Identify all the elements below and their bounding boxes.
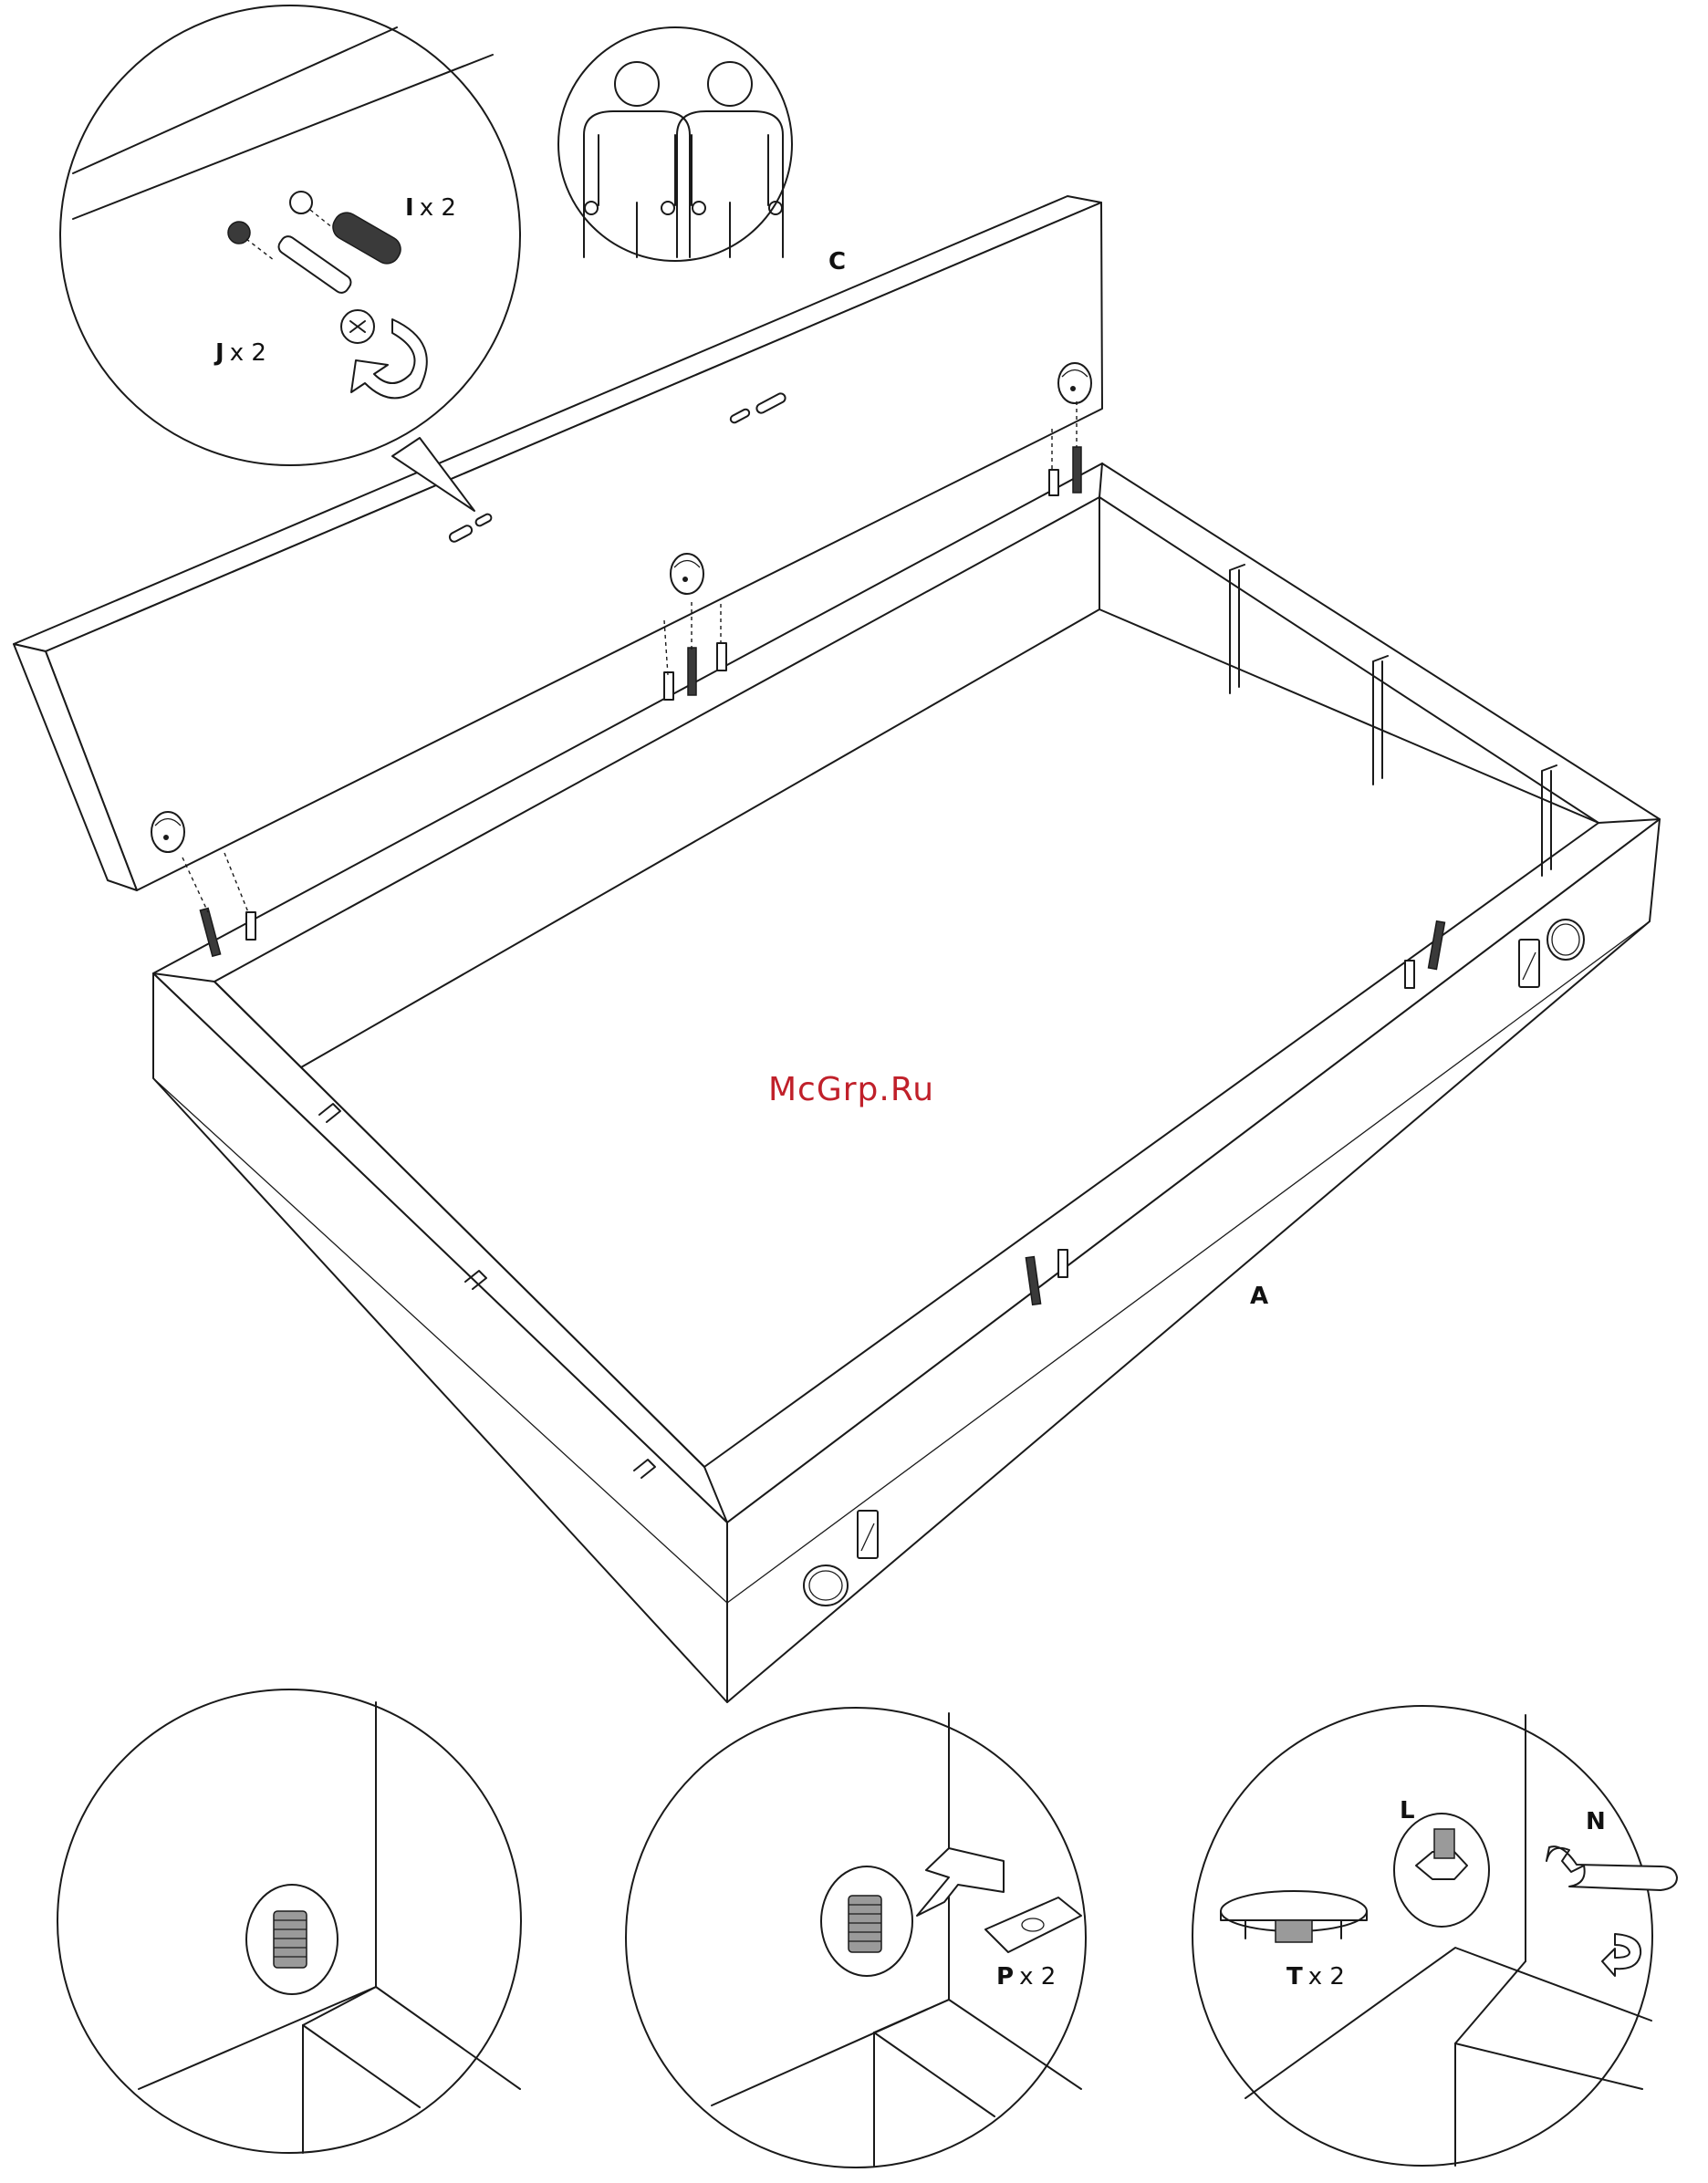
nut-letter: L: [1400, 1797, 1415, 1824]
connector-letter: J: [215, 339, 224, 367]
frame-a-letter: A: [1250, 1283, 1268, 1310]
cap-letter: T: [1286, 1963, 1303, 1991]
detail-circle-hardware: [60, 5, 520, 465]
cap-qty: x 2: [1308, 1963, 1345, 1991]
detail-circle-bolt: [57, 1689, 521, 2153]
panel-c-letter: C: [828, 248, 846, 275]
connector-qty: x 2: [230, 339, 266, 367]
label-nut: L: [1400, 1797, 1415, 1824]
dowel-letter: I: [405, 194, 414, 222]
label-panel-c: C: [828, 248, 846, 275]
watermark: McGrp.Ru: [768, 1071, 934, 1108]
label-frame-a: A: [1250, 1283, 1268, 1310]
plate-qty: x 2: [1019, 1963, 1056, 1991]
label-wrench: N: [1586, 1808, 1606, 1835]
detail-circle-plate: [626, 1708, 1086, 2167]
detail-circle-cap: [1192, 1706, 1677, 2166]
wrench-letter: N: [1586, 1808, 1606, 1835]
two-person-icon: [558, 27, 792, 261]
plate-letter: P: [996, 1963, 1014, 1991]
dowel-qty: x 2: [420, 194, 456, 222]
